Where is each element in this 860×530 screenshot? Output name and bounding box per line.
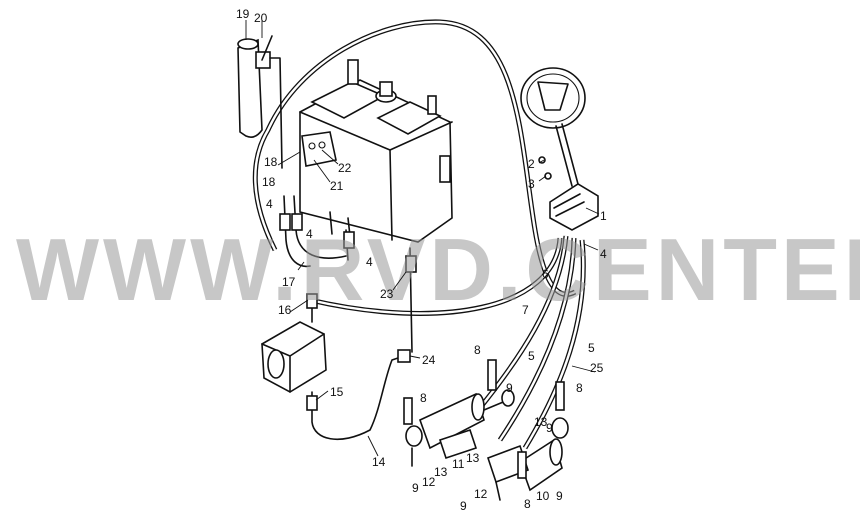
callout-18: 18	[262, 175, 276, 189]
callout-11: 11	[452, 457, 465, 471]
callout-8: 8	[576, 381, 583, 395]
callout-24: 24	[422, 353, 436, 367]
callout-1: 1	[600, 209, 607, 223]
callout-9: 9	[546, 421, 553, 435]
steering-cylinder-left	[403, 359, 515, 467]
feed-hoses	[279, 195, 417, 353]
callout-4: 4	[366, 255, 373, 269]
hydraulic-pump	[261, 293, 411, 440]
callout-10: 10	[536, 489, 550, 503]
callout-6: 6	[542, 267, 549, 281]
steering-wheel	[520, 67, 599, 231]
callout-4: 4	[306, 227, 313, 241]
callout-19: 19	[236, 7, 250, 21]
callout-13: 13	[466, 451, 480, 465]
callout-5: 5	[528, 349, 535, 363]
callout-13: 13	[434, 465, 448, 479]
callout-21: 21	[330, 179, 344, 193]
callout-13: 13	[534, 415, 548, 429]
callout-12: 12	[474, 487, 488, 501]
hydraulic-tank	[299, 59, 453, 243]
callout-22: 22	[338, 161, 352, 175]
callout-15: 15	[330, 385, 344, 399]
leader-lines	[245, 20, 600, 457]
callout-4: 4	[266, 197, 273, 211]
callout-labels: 1 2 3 4 4 4 4 5 5 6 7 8 8 8 8 9 9 9 9 9 …	[236, 7, 607, 513]
callout-20: 20	[254, 11, 268, 25]
callout-2: 2	[528, 157, 535, 171]
callout-8: 8	[474, 343, 481, 357]
callout-12: 12	[422, 475, 436, 489]
callout-23: 23	[380, 287, 394, 301]
callout-8: 8	[420, 391, 427, 405]
callout-9: 9	[460, 499, 467, 513]
callout-14: 14	[372, 455, 386, 469]
callout-9: 9	[412, 481, 419, 495]
callout-17: 17	[282, 275, 296, 289]
callout-9: 9	[506, 381, 513, 395]
cylinder-hoses	[309, 235, 586, 450]
callout-5: 5	[588, 341, 595, 355]
callout-18: 18	[264, 155, 278, 169]
callout-25: 25	[590, 361, 604, 375]
filter-canister	[237, 35, 283, 169]
callout-16: 16	[278, 303, 292, 317]
return-hose-loop	[252, 19, 577, 297]
callout-7: 7	[522, 303, 529, 317]
steering-cylinder-right	[486, 381, 569, 501]
callout-4: 4	[600, 247, 607, 261]
callout-8: 8	[524, 497, 531, 511]
callout-3: 3	[528, 177, 535, 191]
callout-9: 9	[556, 489, 563, 503]
watermark-text: WWW.RVD.CENTER	[16, 220, 860, 319]
